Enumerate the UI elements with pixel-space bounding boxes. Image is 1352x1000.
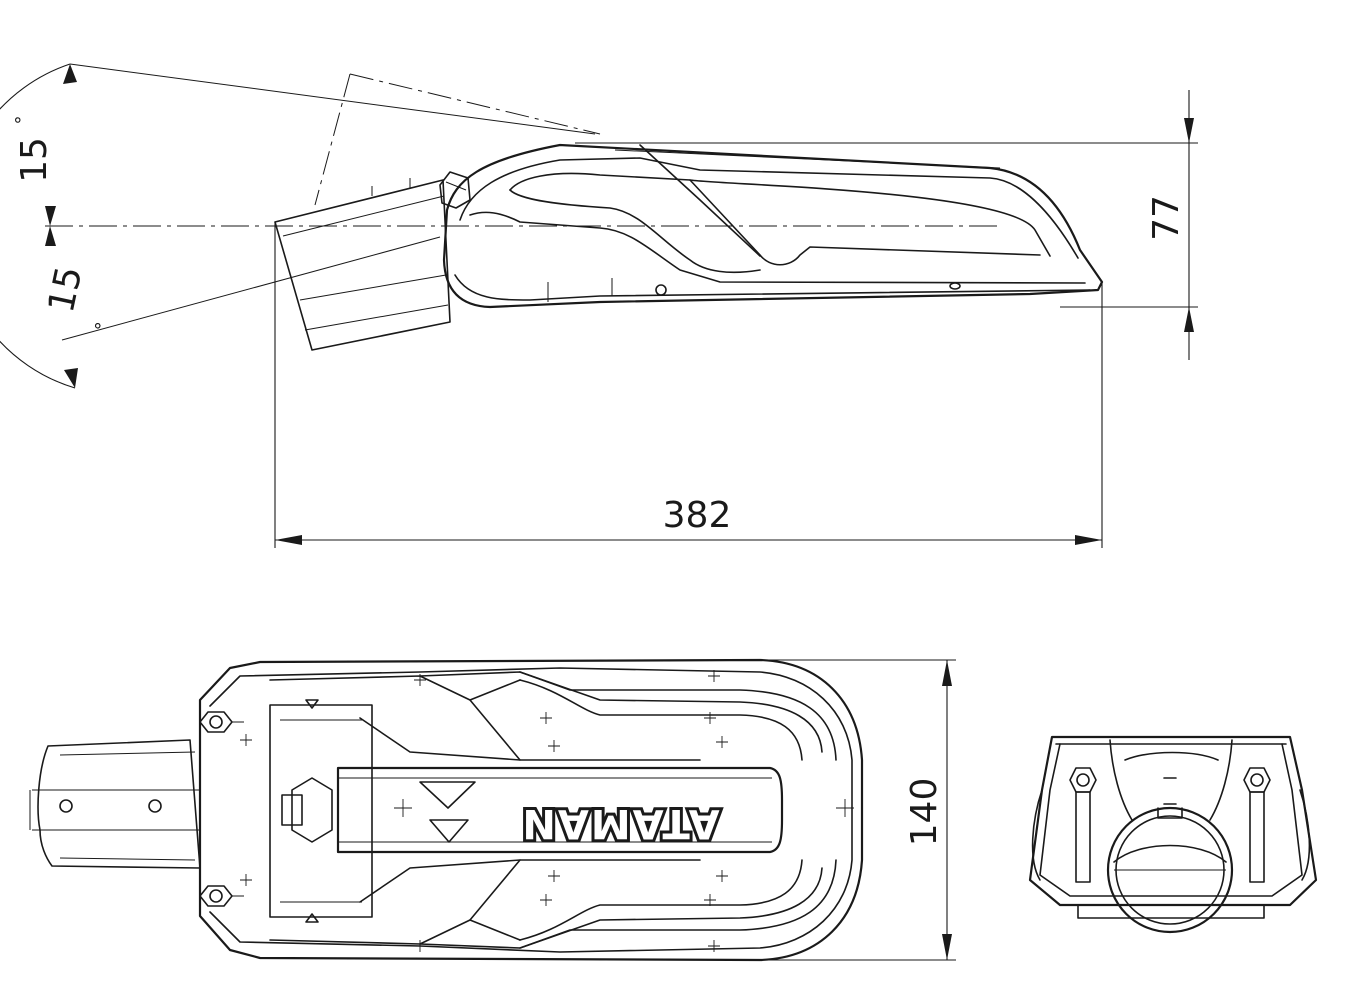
- tilt-down-label: 15: [41, 263, 91, 316]
- front-view: [1028, 735, 1318, 934]
- front-bolt-left: [1069, 767, 1097, 883]
- height-arrow-top: [1184, 118, 1194, 143]
- construction-marks: [240, 670, 854, 952]
- tilt-up-degree: °: [12, 116, 33, 125]
- arc-arrow-bottom: [64, 368, 78, 388]
- arc-arrow-top: [63, 64, 77, 84]
- clamp-nut: [291, 777, 333, 843]
- top-luminaire-body: [198, 658, 864, 962]
- tilted-adapter-top: [349, 73, 601, 135]
- height-arrow-bottom: [1184, 307, 1194, 332]
- logo-text-outline: ATAMAN: [520, 800, 719, 846]
- direction-arrow-lower-icon: [429, 819, 469, 843]
- tilt-up-reference-line: [69, 63, 596, 135]
- top-pole-adapter: [29, 739, 201, 869]
- tilt-up-label: 15: [14, 137, 55, 183]
- top-bolt-lower: [199, 885, 244, 907]
- pole-clamp-ring: [1106, 806, 1234, 934]
- tilt-down-degree: °: [91, 320, 113, 333]
- width-arrow-bottom: [942, 934, 952, 960]
- tilt-angle-arc: [0, 63, 76, 389]
- length-arrow-left: [275, 535, 302, 545]
- top-view: ATAMAN 140: [29, 658, 956, 962]
- side-luminaire-body: [442, 143, 1104, 309]
- tilted-adapter-outline: [314, 73, 351, 206]
- arc-arrow-mid-up: [45, 206, 56, 226]
- tilt-down-reference-line: [61, 236, 441, 341]
- ataman-logo: ATAMAN: [517, 797, 722, 849]
- arc-arrow-mid-down: [45, 226, 56, 246]
- top-bolt-upper: [199, 711, 244, 733]
- length-dimension-label: 382: [663, 495, 732, 536]
- height-dimension-label: 77: [1146, 195, 1187, 241]
- front-bolt-right: [1243, 767, 1271, 883]
- side-view: 382 77 15 ° 15 °: [0, 63, 1198, 548]
- side-pole-adapter: [274, 171, 471, 351]
- width-arrow-top: [942, 660, 952, 686]
- length-arrow-right: [1075, 535, 1102, 545]
- width-dimension-label: 140: [904, 778, 945, 847]
- direction-arrow-upper-icon: [419, 781, 476, 809]
